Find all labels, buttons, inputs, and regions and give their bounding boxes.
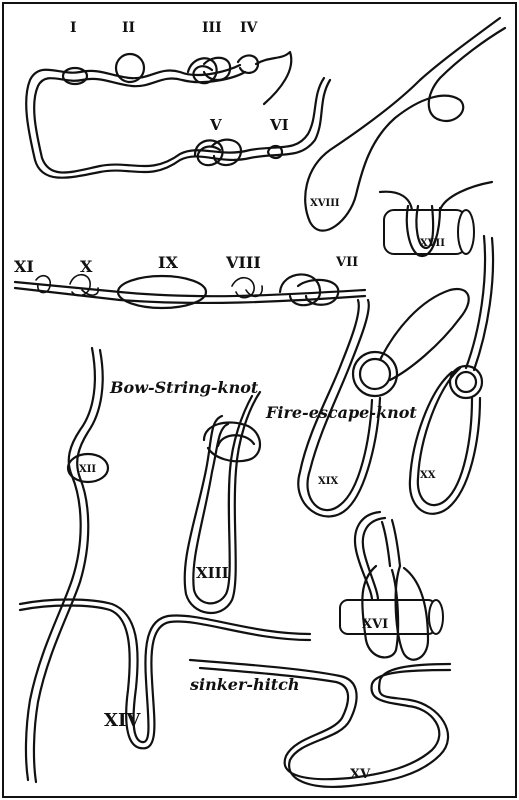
label-x: X xyxy=(80,257,93,276)
knot-xvi xyxy=(339,510,444,661)
knot-iv xyxy=(236,50,293,106)
caption-bow-string-knot: Bow-String-knot xyxy=(109,378,259,397)
knot-x xyxy=(69,273,100,297)
knot-xi xyxy=(35,274,52,294)
knot-viii xyxy=(231,276,263,299)
knot-vi xyxy=(266,144,284,160)
label-vi: VI xyxy=(269,116,289,134)
label-ix: IX xyxy=(158,253,178,272)
knot-iii xyxy=(186,56,232,85)
label-xiv: XIV xyxy=(104,710,141,731)
label-xviii: XVIII xyxy=(310,198,340,209)
label-xx: XX xyxy=(420,470,436,481)
rope-knots-vii-to-xi xyxy=(13,273,367,310)
knot-ix xyxy=(116,274,208,310)
knot-xvii xyxy=(378,180,494,258)
label-i: I xyxy=(70,20,77,36)
caption-fire-escape-knot: Fire-escape-knot xyxy=(265,403,417,422)
rope-knots-i-to-vi xyxy=(25,50,332,179)
knot-v xyxy=(193,138,243,167)
label-xi: XI xyxy=(14,257,34,276)
knot-ii-loop xyxy=(114,52,146,84)
caption-sinker-hitch: sinker-hitch xyxy=(189,675,300,694)
knot-xix xyxy=(297,287,470,518)
label-v: V xyxy=(209,116,222,134)
knot-xviii xyxy=(304,16,507,232)
knot-xv xyxy=(188,658,452,788)
label-xii: XII xyxy=(79,464,96,475)
knot-xx xyxy=(408,234,495,515)
label-xix: XIX xyxy=(318,476,338,487)
knot-xiii xyxy=(183,390,262,615)
label-ii: II xyxy=(122,20,135,36)
knot-i xyxy=(61,66,89,86)
label-xvi: XVI xyxy=(362,617,388,632)
label-vii: VII xyxy=(335,255,358,270)
label-iii: III xyxy=(202,20,222,36)
label-xvii: XVII xyxy=(420,238,445,249)
label-xv: XV xyxy=(350,767,371,782)
knot-xii xyxy=(24,346,110,784)
label-iv: IV xyxy=(240,20,259,36)
knot-vii xyxy=(278,273,340,307)
knot-xiv xyxy=(18,598,312,750)
label-xiii: XIII xyxy=(196,564,229,582)
label-viii: VIII xyxy=(225,253,261,272)
